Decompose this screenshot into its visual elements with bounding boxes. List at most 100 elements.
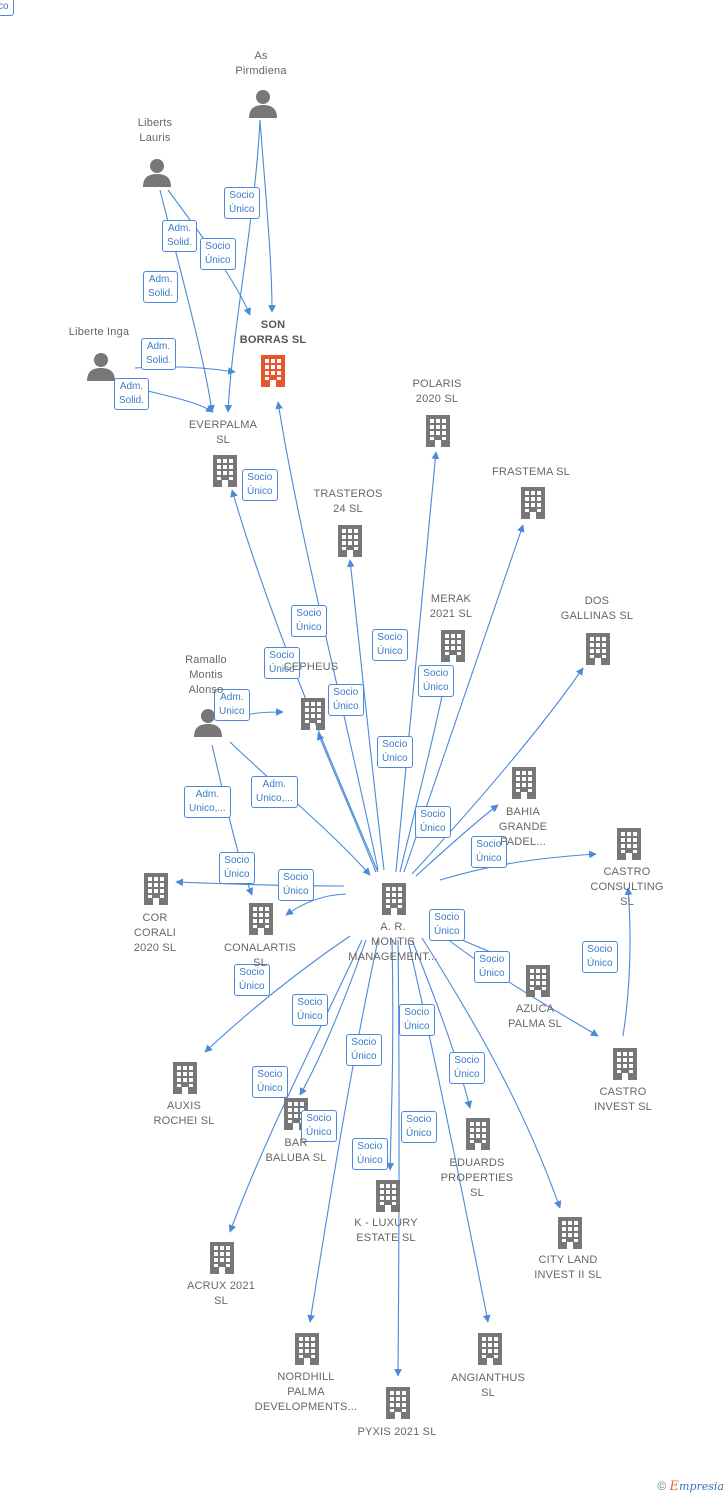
edge-label-ramallo-armontis[interactable]: Adm. Unico,... (251, 776, 298, 808)
edge-label-armontis-bahia[interactable]: Socio Único (471, 836, 507, 868)
edge-label-armontis-azuca[interactable]: Socio Único (474, 951, 510, 983)
edge-armontis-acrux (228, 939, 363, 1233)
building-icon-angianthus[interactable] (478, 1333, 502, 1365)
edge-label-inga-son[interactable]: Adm. Solid. (141, 338, 177, 370)
edge-armontis-cepheus (317, 732, 377, 873)
node-label-barbaluba[interactable]: BAR BALUBA SL (265, 1137, 327, 1164)
edge-armontis-conalartis (285, 893, 347, 916)
node-label-cor[interactable]: COR CORALI 2020 SL (133, 912, 177, 954)
empresia-watermark: © Empresia (657, 1479, 724, 1494)
node-label-polaris[interactable]: POLARIS 2020 SL (412, 378, 462, 405)
building-icon-conalartis[interactable] (249, 903, 273, 935)
edge-label-armontis-acrux[interactable]: Socio Único (401, 1111, 437, 1143)
edge-label-as-son[interactable]: Socio Único (224, 187, 260, 219)
node-label-merak[interactable]: MERAK 2021 SL (429, 593, 473, 620)
edge-label-ramallo-conalartis[interactable]: Adm. Unico,... (184, 786, 231, 818)
node-label-armontis[interactable]: A. R. MONTIS MANAGEMENT... (348, 921, 438, 963)
building-icon-dosgallinas[interactable] (586, 633, 610, 665)
building-icon-azuca[interactable] (526, 965, 550, 997)
node-label-everpalma[interactable]: EVERPALMA SL (188, 419, 258, 446)
edge-label-armontis-merak[interactable]: Socio Único (377, 736, 413, 768)
edge-label-lauris-everpalma[interactable]: Adm. Solid. (143, 271, 179, 303)
edge-armontis-cityland (421, 937, 562, 1209)
node-label-inga[interactable]: Liberte Inga (68, 326, 130, 338)
edge-label-armontis-castroinv[interactable]: Socio Único (582, 941, 618, 973)
building-icon-son[interactable] (261, 355, 285, 387)
edge-label-lauris-son[interactable]: Adm. Solid. (162, 220, 198, 252)
node-label-castrocons[interactable]: CASTRO CONSULTING SL (590, 866, 664, 908)
node-label-trasteros[interactable]: TRASTEROS 24 SL (313, 488, 383, 515)
edge-label-armontis-conalartis[interactable]: Socio Único (429, 909, 465, 941)
edge-label-armontis-barbaluba[interactable]: Socio Único (399, 1004, 435, 1036)
edge-as-everpalma (224, 119, 261, 413)
building-icon-castrocons[interactable] (617, 828, 641, 860)
node-label-ramallo[interactable]: Ramallo Montis Alonso (185, 654, 227, 696)
building-icon-cityland[interactable] (558, 1217, 582, 1249)
person-icon-inga[interactable] (87, 353, 115, 381)
brand-logo-e: E (669, 1479, 680, 1494)
node-label-pyxis[interactable]: PYXIS 2021 SL (357, 1426, 437, 1438)
edge-label-armontis-everpalma[interactable]: Socio Único (242, 469, 278, 501)
edge-label-armontis-kluxury[interactable]: Socio Único (252, 1066, 288, 1098)
node-label-azuca[interactable]: AZUCA PALMA SL (508, 1003, 562, 1030)
building-icon-merak[interactable] (441, 630, 465, 662)
edge-label-as-everpalma[interactable]: Socio Único (200, 238, 236, 270)
edge-label-armontis-auxis[interactable]: Socio Único (292, 994, 328, 1026)
building-icon-bahia[interactable] (512, 767, 536, 799)
building-icon-eduards[interactable] (466, 1118, 490, 1150)
edge-label-armontis-son[interactable]: Socio Único (291, 605, 327, 637)
building-icon-acrux[interactable] (210, 1242, 234, 1274)
node-label-castroinv[interactable]: CASTRO INVEST SL (594, 1086, 652, 1113)
edge-label-armontis-cor[interactable]: Socio Único (278, 869, 314, 901)
node-label-eduards[interactable]: EDUARDS PROPERTIES SL (440, 1157, 514, 1199)
node-label-cepheus[interactable]: CEPHEUS (283, 661, 339, 673)
edge-label-inga-everpalma[interactable]: Adm. Solid. (114, 378, 150, 410)
building-icon-polaris[interactable] (426, 415, 450, 447)
edge-label-armontis-nordhill[interactable]: Socio Único (301, 1110, 337, 1142)
person-icon-lauris[interactable] (143, 159, 171, 187)
building-icon-armontis[interactable] (382, 883, 406, 915)
building-icon-kluxury[interactable] (376, 1180, 400, 1212)
edge-label-armontis-pyxis[interactable]: Socio Único (352, 1138, 388, 1170)
building-icon-auxis[interactable] (173, 1062, 197, 1094)
building-icon-everpalma[interactable] (213, 455, 237, 487)
node-label-acrux[interactable]: ACRUX 2021 SL (186, 1280, 256, 1307)
edge-label-armontis-polaris[interactable]: Socio Único (372, 629, 408, 661)
node-label-conalartis[interactable]: CONALARTIS SL (223, 942, 297, 969)
brand-logo-text: mpresia (679, 1480, 724, 1493)
node-label-nordhill[interactable]: NORDHILL PALMA DEVELOPMENTS... (254, 1371, 358, 1413)
edge-label-armontis-dosgallinas[interactable]: Socio Único (264, 647, 300, 679)
edge-ramallo-armontis (229, 741, 371, 876)
node-label-frastema[interactable]: FRASTEMA SL (492, 466, 570, 478)
node-label-angianthus[interactable]: ANGIANTHUS SL (450, 1372, 526, 1399)
node-label-lauris[interactable]: Liberts Lauris (137, 117, 173, 144)
node-label-auxis[interactable]: AUXIS ROCHEI SL (153, 1100, 215, 1127)
edge-armontis-castroinv (437, 931, 599, 1037)
node-label-son[interactable]: SON BORRAS SL (239, 319, 307, 346)
edge-label-armontis-frastema[interactable]: Socio Único (418, 665, 454, 697)
node-label-dosgallinas[interactable]: DOS GALLINAS SL (560, 595, 634, 622)
edge-label-armontis-cepheus[interactable]: Socio Único (415, 806, 451, 838)
edge-label-ramallo-cepheus[interactable]: Adm. Unico (214, 689, 250, 721)
edge-armontis-kluxury (386, 939, 395, 1171)
edge-label-armontis-cityland[interactable]: Socio Único (449, 1052, 485, 1084)
building-icon-cepheus[interactable] (301, 698, 325, 730)
node-label-cityland[interactable]: CITY LAND INVEST II SL (534, 1254, 602, 1281)
person-icon-as[interactable] (249, 90, 277, 118)
building-icon-castroinv[interactable] (613, 1048, 637, 1080)
edge-label-armontis-angianthus[interactable]: Socio Único (0, 0, 14, 16)
building-icon-trasteros[interactable] (338, 525, 362, 557)
building-icon-frastema[interactable] (521, 487, 545, 519)
node-label-as[interactable]: As Pirmdiena (235, 50, 287, 77)
node-label-kluxury[interactable]: K - LUXURY ESTATE SL (354, 1217, 418, 1244)
building-icon-nordhill[interactable] (295, 1333, 319, 1365)
building-icon-cor[interactable] (144, 873, 168, 905)
edge-label-armontis-trasteros[interactable]: Socio Único (328, 684, 364, 716)
edge-armontis-cor (175, 878, 345, 887)
edge-label-armontis-eduards[interactable]: Socio Único (346, 1034, 382, 1066)
building-icon-pyxis[interactable] (386, 1387, 410, 1419)
edge-label-castroinv-castrocons[interactable]: Socio Único (234, 964, 270, 996)
edge-label-armontis-castrocons[interactable]: Socio Único (219, 852, 255, 884)
node-label-bahia[interactable]: BAHIA GRANDE PADEL... (498, 806, 548, 848)
